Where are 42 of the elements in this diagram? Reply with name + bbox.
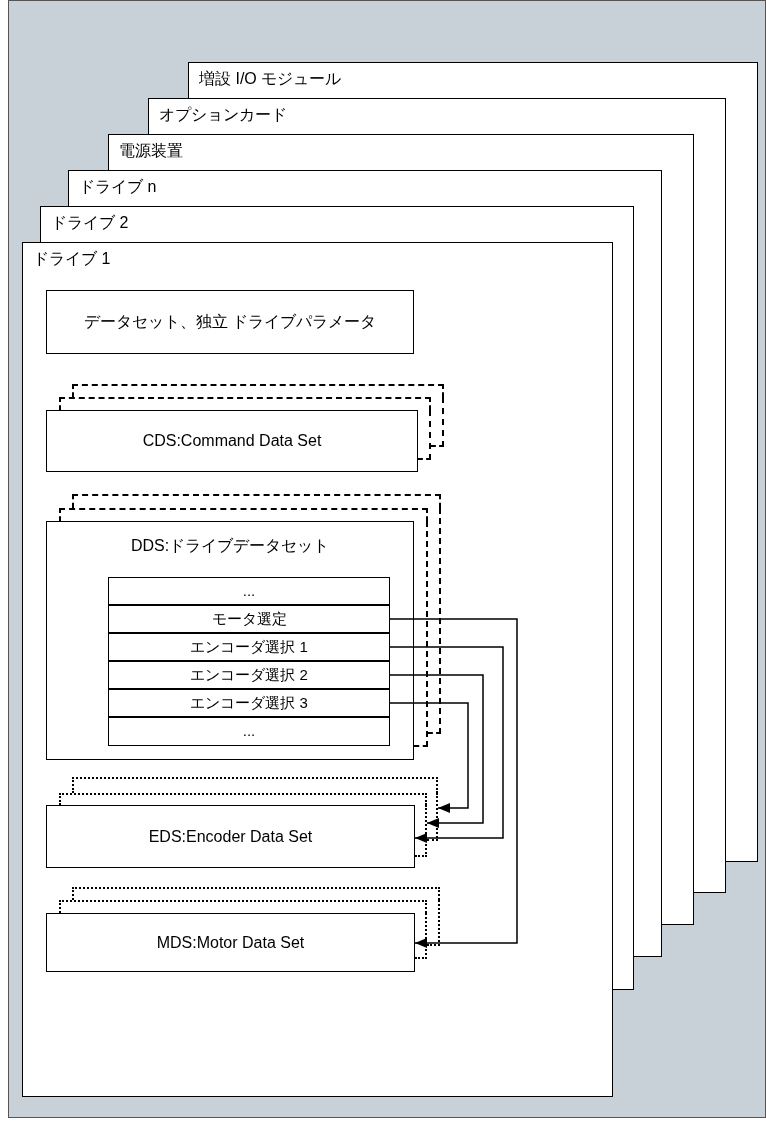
data-set-box <box>46 805 415 868</box>
sheet-title: ドライブ n <box>79 177 157 197</box>
page-sheet <box>40 206 634 242</box>
sheet-title: 増設 I/O モジュール <box>199 69 342 89</box>
table-row <box>108 661 390 689</box>
data-set-box <box>46 410 418 472</box>
page-sheet <box>68 170 662 206</box>
row-label: ... <box>241 721 257 741</box>
box-label: DDS:ドライブデータセット <box>129 536 331 556</box>
row-label: エンコーダ選択 2 <box>189 665 309 685</box>
table-row <box>108 633 390 661</box>
sheet-title: ドライブ 1 <box>33 249 111 269</box>
page-sheet <box>22 242 613 1097</box>
table-row <box>108 689 390 717</box>
box-label: CDS:Command Data Set <box>141 430 323 451</box>
arrow <box>389 618 518 948</box>
box-label: EDS:Encoder Data Set <box>147 826 314 847</box>
page-sheet <box>108 134 694 170</box>
table-row <box>108 717 390 746</box>
page-sheet <box>188 62 758 98</box>
stacked-copy-outline <box>72 887 440 900</box>
arrow <box>389 646 504 843</box>
data-set-box <box>46 290 414 354</box>
data-set-box <box>46 913 415 972</box>
stacked-copy-outline <box>72 494 441 508</box>
data-set-box <box>46 521 414 760</box>
row-label: エンコーダ選択 1 <box>189 637 309 657</box>
row-label: エンコーダ選択 3 <box>189 693 309 713</box>
stacked-copy-outline <box>72 384 444 397</box>
sheet-title: オプションカード <box>159 105 287 125</box>
row-label: ... <box>241 581 257 601</box>
row-label: モータ選定 <box>210 609 288 629</box>
stacked-copy-outline <box>72 777 438 793</box>
box-label: MDS:Motor Data Set <box>155 932 306 953</box>
table-row <box>108 605 390 633</box>
sheet-title: ドライブ 2 <box>51 213 129 233</box>
arrow <box>389 674 484 828</box>
page-sheet <box>148 98 726 134</box>
arrow <box>389 702 469 813</box>
box-label: データセット、独立 ドライブパラメータ <box>82 311 378 332</box>
sheet-title: 電源装置 <box>119 141 183 161</box>
table-row <box>108 577 390 605</box>
